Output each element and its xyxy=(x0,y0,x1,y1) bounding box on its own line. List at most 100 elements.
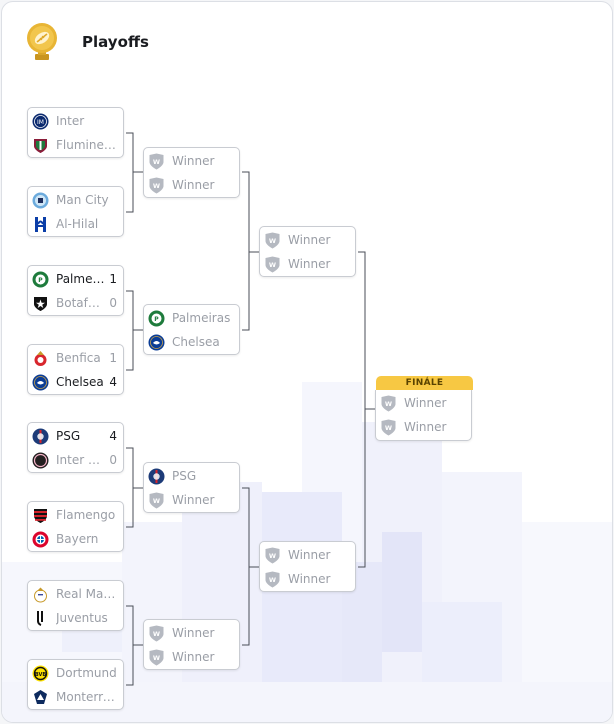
team-row[interactable]: Chelsea xyxy=(148,332,233,352)
match-card[interactable]: PPalmeiras1Botafogo0 xyxy=(27,265,124,316)
real-madrid-icon xyxy=(32,586,49,603)
team-name: Winner xyxy=(404,420,447,434)
team-name: Winner xyxy=(172,154,215,168)
team-row[interactable]: Flamengo xyxy=(32,505,117,525)
team-score: 4 xyxy=(109,375,117,389)
team-row[interactable]: W Winner xyxy=(148,623,233,643)
team-row[interactable]: PPalmeiras1 xyxy=(32,269,117,289)
match-card[interactable]: Real MadridJuventus xyxy=(27,580,124,631)
team-row[interactable]: W Winner xyxy=(148,647,233,667)
palmeiras-icon: P xyxy=(32,271,49,288)
team-row[interactable]: Inter Miami0 xyxy=(32,450,117,470)
team-name: Palmeiras xyxy=(172,311,231,325)
team-score: 0 xyxy=(109,296,117,310)
team-row[interactable]: Bayern xyxy=(32,529,117,549)
team-row[interactable]: W Winner xyxy=(148,490,233,510)
winner-shield-icon: W xyxy=(264,547,281,564)
psg-icon xyxy=(32,428,49,445)
team-row[interactable]: Al-Hilal xyxy=(32,214,117,234)
team-row[interactable]: Fluminense xyxy=(32,135,117,155)
flamengo-icon xyxy=(32,507,49,524)
team-row[interactable]: BVB Dortmund xyxy=(32,663,117,683)
final-label: FINÁLE xyxy=(376,376,473,390)
winner-shield-icon: W xyxy=(148,649,165,666)
team-name: PSG xyxy=(56,429,81,443)
winner-shield-icon: W xyxy=(148,625,165,642)
team-name: Winner xyxy=(288,572,331,586)
svg-text:W: W xyxy=(269,261,276,269)
team-name: PSG xyxy=(172,469,197,483)
svg-text:W: W xyxy=(385,400,392,408)
team-score: 4 xyxy=(109,429,117,443)
team-row[interactable]: Man City xyxy=(32,190,117,210)
svg-text:BVB: BVB xyxy=(35,672,46,678)
chelsea-icon xyxy=(148,334,165,351)
svg-text:W: W xyxy=(385,424,392,432)
team-row[interactable]: IM Inter xyxy=(32,111,117,131)
team-name: Dortmund xyxy=(56,666,117,680)
svg-text:W: W xyxy=(153,630,160,638)
juventus-icon xyxy=(32,610,49,627)
team-row[interactable]: W Winner xyxy=(380,393,465,413)
team-name: Winner xyxy=(288,233,331,247)
team-row[interactable]: PSG 4 xyxy=(32,426,117,446)
man-city-icon xyxy=(32,192,49,209)
team-name: Winner xyxy=(404,396,447,410)
team-name: Botafogo xyxy=(56,296,106,310)
winner-shield-icon: W xyxy=(264,256,281,273)
team-name: Benfica xyxy=(56,351,101,365)
team-score: 1 xyxy=(109,272,117,286)
team-row[interactable]: W Winner xyxy=(380,417,465,437)
chelsea-icon xyxy=(32,374,49,391)
team-row[interactable]: Monterrey xyxy=(32,687,117,707)
psg-icon xyxy=(148,468,165,485)
team-name: Monterrey xyxy=(56,690,117,704)
svg-text:W: W xyxy=(269,576,276,584)
team-name: Fluminense xyxy=(56,138,117,152)
winner-shield-icon: W xyxy=(148,492,165,509)
team-row[interactable]: W Winner xyxy=(264,569,349,589)
team-name: Flamengo xyxy=(56,508,116,522)
winner-shield-icon: W xyxy=(148,177,165,194)
trophy-icon xyxy=(27,23,57,60)
team-name: Man City xyxy=(56,193,109,207)
winner-shield-icon: W xyxy=(264,232,281,249)
match-card[interactable]: IM InterFluminense xyxy=(27,107,124,158)
inter-icon: IM xyxy=(32,113,49,130)
team-row[interactable]: Juventus xyxy=(32,608,117,628)
team-row[interactable]: PSG xyxy=(148,466,233,486)
benfica-icon xyxy=(32,350,49,367)
team-name: Winner xyxy=(172,650,215,664)
header: Playoffs xyxy=(22,20,149,64)
team-row[interactable]: Real Madrid xyxy=(32,584,117,604)
team-name: Inter xyxy=(56,114,85,128)
team-name: Juventus xyxy=(56,611,108,625)
dortmund-icon: BVB xyxy=(32,665,49,682)
team-name: Winner xyxy=(172,626,215,640)
match-card[interactable]: PSG W Winner xyxy=(143,462,240,513)
fluminense-icon xyxy=(32,137,49,154)
team-row[interactable]: W Winner xyxy=(264,230,349,250)
team-name: Winner xyxy=(172,493,215,507)
team-name: Chelsea xyxy=(172,335,220,349)
